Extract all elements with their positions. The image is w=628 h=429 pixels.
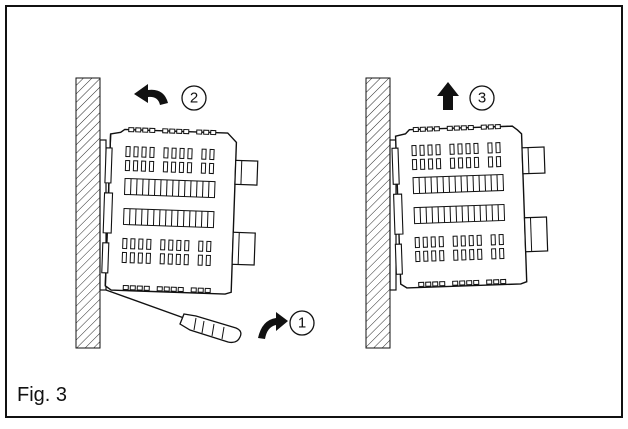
step-3-circle: [469, 85, 495, 111]
left-scene: 2 1: [75, 77, 315, 349]
step-1-label: 1: [298, 315, 306, 332]
curved-arrow-icon: [258, 312, 288, 339]
curved-left-arrow-icon: [134, 84, 168, 105]
step-3-label: 3: [478, 90, 486, 107]
wall-left: [75, 77, 101, 349]
wall-right: [365, 77, 391, 349]
figure-caption: Fig. 3: [17, 384, 68, 406]
step-2-label: 2: [190, 90, 198, 107]
module-housing-left: [101, 127, 259, 295]
screwdriver-icon: [105, 289, 242, 344]
figure-border: [5, 5, 623, 418]
module-housing-right: [391, 124, 549, 289]
up-arrow-icon: [437, 82, 459, 110]
step-1-circle: [289, 310, 315, 336]
step-2-circle: [181, 85, 207, 111]
right-scene: 3: [365, 77, 549, 349]
